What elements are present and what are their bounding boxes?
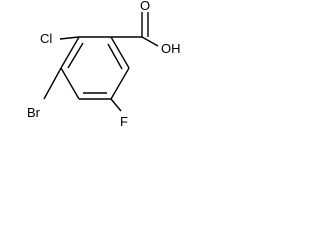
bond-c2-c3-double [107, 43, 123, 70]
bond-c6-c1 [60, 36, 80, 69]
atom-labels: Cl Br F O OH [27, 0, 181, 129]
atom-o-label: O [140, 0, 150, 13]
atom-oh-label: OH [161, 41, 181, 56]
bond-c2-c3 [110, 36, 130, 69]
atom-br-label: Br [27, 105, 41, 120]
substituent-bonds [43, 12, 159, 112]
bond-c4-f [110, 98, 122, 112]
bond-c6-c1-double [67, 42, 84, 69]
structure-canvas: Cl Br F O OH [0, 0, 206, 138]
bond-c6-br [43, 67, 62, 100]
chemical-structure: Cl Br F O OH [27, 0, 181, 129]
bond-carboxyl-oh [141, 36, 159, 47]
bond-c3-c4 [110, 67, 130, 100]
atom-cl-label: Cl [40, 31, 52, 46]
atom-f-label: F [120, 114, 128, 129]
bond-c1-cl [59, 36, 80, 40]
bond-c5-c6 [60, 67, 80, 100]
ring-bonds [60, 36, 130, 100]
